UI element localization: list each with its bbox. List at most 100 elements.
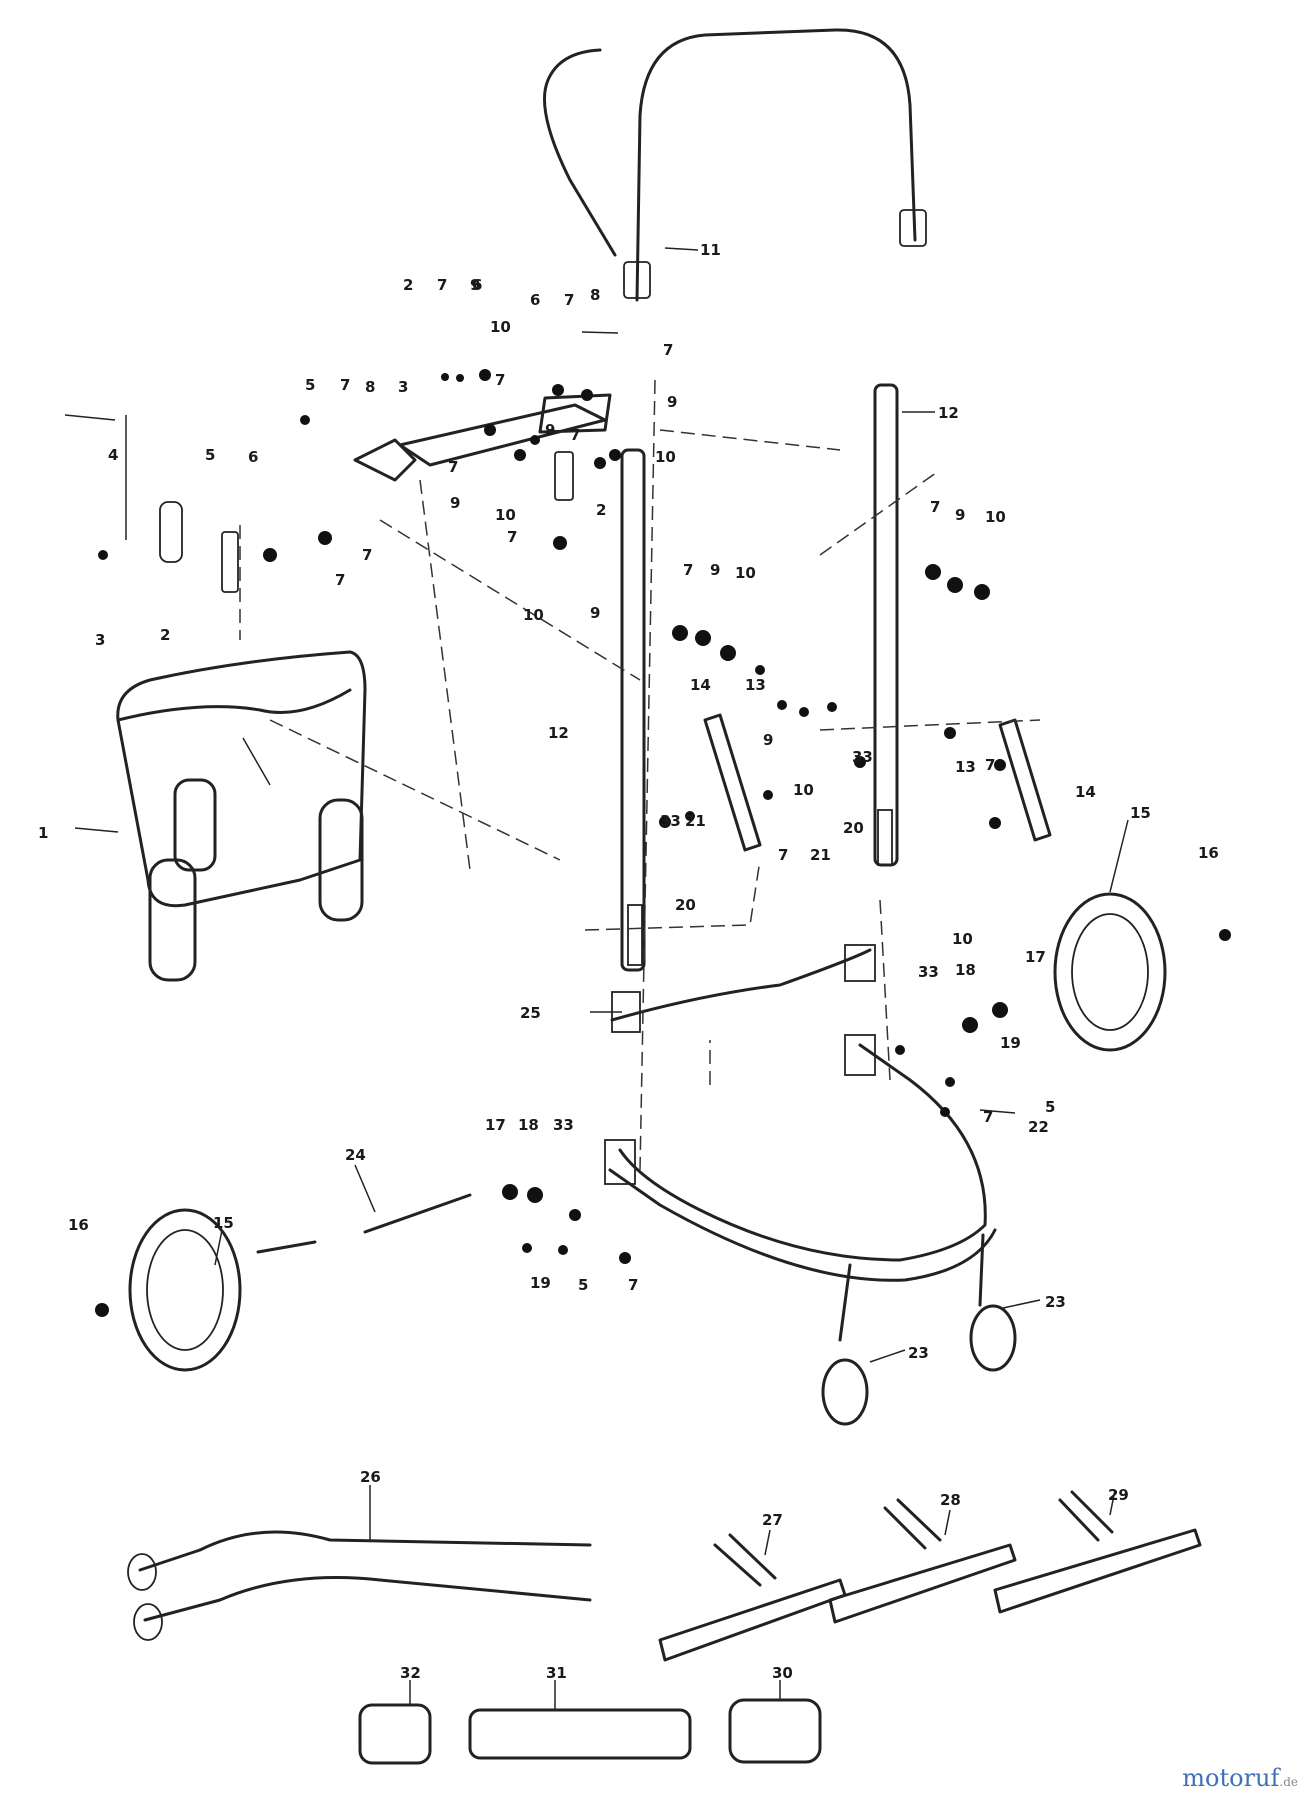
caster-stem-2 [978,1233,985,1307]
leader-lines [64,247,1129,1710]
handle-end-right [899,209,927,247]
tank-body [116,650,367,908]
guide-line-11 [879,899,891,1081]
callout-4: 4 [108,446,118,464]
wheel-left-inner [146,1229,224,1351]
floor-tool-1-neck [713,1533,777,1587]
callout-22: 22 [1028,1118,1049,1136]
callout-30: 30 [772,1664,793,1682]
callout-15: 15 [1130,804,1151,822]
watermark-name: motoruf [1182,1764,1280,1792]
callout-7: 7 [362,546,372,564]
callout-7: 7 [778,846,788,864]
callout-7: 7 [683,561,693,579]
extension-wand-1 [138,1530,592,1572]
callout-17: 17 [1025,948,1046,966]
callout-29: 29 [1108,1486,1129,1504]
brand-watermark: motoruf.de [1182,1764,1298,1792]
callout-5: 5 [305,376,315,394]
guide-line-8 [819,719,1041,731]
callout-9: 9 [450,494,460,512]
tank-leg-1 [148,858,197,982]
callout-33: 33 [852,748,873,766]
callout-7: 7 [335,571,345,589]
guide-line-10 [639,379,656,1171]
callout-7: 7 [983,1108,993,1126]
callout-33: 33 [660,812,681,830]
callout-6: 6 [248,448,258,466]
callout-21: 21 [810,846,831,864]
callout-7: 7 [437,276,447,294]
callout-7: 7 [985,756,995,774]
callout-15: 15 [213,1214,234,1232]
callout-7: 7 [448,458,458,476]
callout-25: 25 [520,1004,541,1022]
guide-line-7 [584,859,761,931]
callout-33: 33 [553,1116,574,1134]
callout-16: 16 [1198,844,1219,862]
callout-11: 11 [700,241,721,259]
callout-18: 18 [518,1116,539,1134]
callout-10: 10 [985,508,1006,526]
floor-tool-2 [828,1543,1017,1624]
base-end-plate-4 [844,944,876,982]
callout-10: 10 [735,564,756,582]
callout-7: 7 [628,1276,638,1294]
callout-7: 7 [570,426,580,444]
guide-line-2 [269,719,561,861]
callout-9: 9 [955,506,965,524]
callout-3: 3 [398,378,408,396]
floor-tool-3-neck [1058,1490,1114,1542]
callout-33: 33 [918,963,939,981]
callout-21: 21 [685,812,706,830]
upright-bracket-left [627,904,643,966]
callout-23: 23 [1045,1293,1066,1311]
floor-tool-3 [993,1528,1202,1614]
callout-9: 9 [590,604,600,622]
callout-5: 5 [205,446,215,464]
callout-10: 10 [490,318,511,336]
base-frame-lower [618,1043,987,1262]
tank-leg-3 [173,778,217,872]
brace-right [998,718,1052,842]
callout-2: 2 [160,626,170,644]
callout-26: 26 [360,1468,381,1486]
hose-31 [468,1708,692,1760]
callout-18: 18 [955,961,976,979]
upright-tube-left [620,448,646,972]
floor-tool-2-neck [883,1498,942,1550]
brace-left [703,713,762,852]
wheel-left [128,1208,242,1372]
hardware-dots [95,369,1231,1317]
callout-10: 10 [655,448,676,466]
extension-wand-2 [143,1576,592,1622]
callout-7: 7 [564,291,574,309]
caster-stem-1 [838,1263,852,1342]
callout-20: 20 [675,896,696,914]
callout-28: 28 [940,1491,961,1509]
callout-6: 6 [530,291,540,309]
watermark-suffix: .de [1279,1775,1298,1789]
cord-hook [159,501,183,563]
callout-9: 9 [667,393,677,411]
callout-7: 7 [930,498,940,516]
callout-31: 31 [546,1664,567,1682]
callout-19: 19 [1000,1034,1021,1052]
callout-9: 9 [470,276,480,294]
callout-6: 6 [472,276,482,294]
callout-5: 5 [1045,1098,1055,1116]
callout-9: 9 [763,731,773,749]
guide-line-5 [819,469,941,556]
callout-9: 9 [545,421,555,439]
upright-tube-right [873,383,899,867]
callout-7: 7 [507,528,517,546]
guide-line-4 [379,519,641,681]
handle-end-left [623,261,651,299]
handle-tube-inner [542,48,617,257]
tank-leg-2 [318,798,364,922]
callout-23: 23 [908,1344,929,1362]
callout-14: 14 [690,676,711,694]
floor-tool-1 [658,1578,847,1662]
